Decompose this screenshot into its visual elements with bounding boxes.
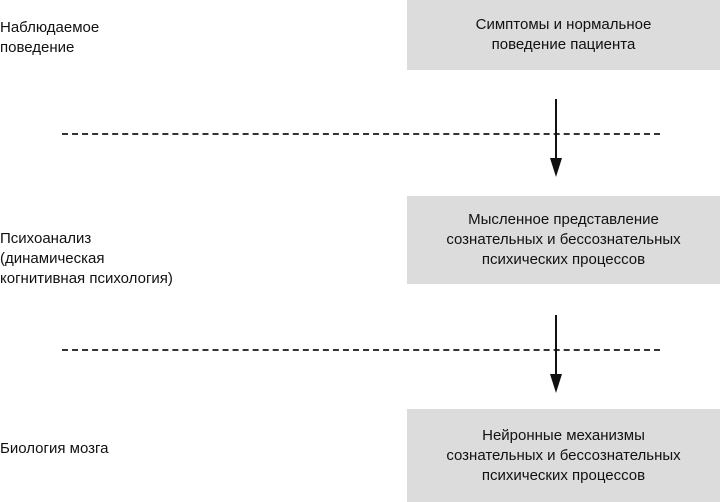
- box-symptoms-behavior-text: Симптомы и нормальное поведение пациента: [475, 16, 652, 53]
- box-neural-mechanisms: Нейронные механизмы сознательных и бессо…: [407, 409, 720, 502]
- level-label-psychoanalysis: Психоанализ (динамическая когнитивная пс…: [0, 230, 173, 287]
- box-mental-representation-text: Мысленное представление сознательных и б…: [446, 211, 681, 268]
- arrow-down-bottom: [550, 315, 562, 393]
- level-label-observed-behavior: Наблюдаемое поведение: [0, 19, 100, 56]
- divider-dashed-top: [62, 133, 660, 135]
- box-symptoms-behavior: Симптомы и нормальное поведение пациента: [407, 0, 720, 70]
- divider-dashed-bottom: [62, 349, 660, 351]
- level-label-brain-biology: Биология мозга: [0, 440, 109, 457]
- box-neural-mechanisms-text: Нейронные механизмы сознательных и бессо…: [446, 426, 681, 484]
- arrow-down-top: [550, 99, 562, 177]
- box-mental-representation: Мысленное представление сознательных и б…: [407, 196, 720, 284]
